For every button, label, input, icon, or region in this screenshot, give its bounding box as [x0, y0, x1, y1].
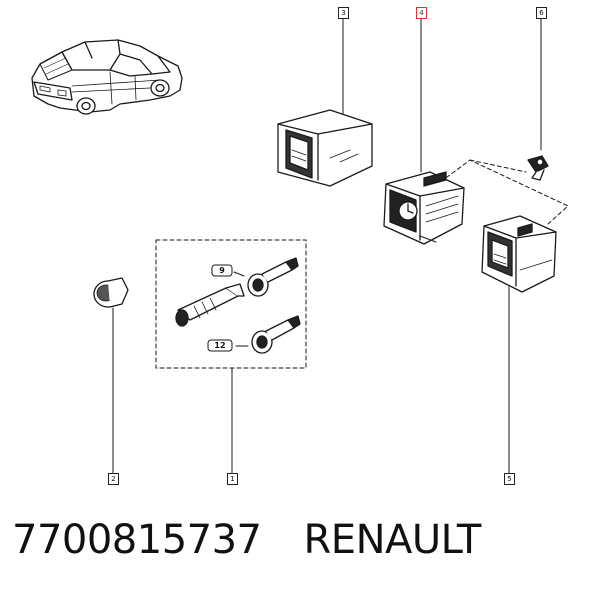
callout-6[interactable]: 6 [536, 7, 547, 19]
socket-9 [233, 257, 299, 297]
brand-name: RENAULT [303, 517, 482, 563]
blanking-plug [93, 277, 129, 308]
callout-5[interactable]: 5 [504, 473, 515, 485]
callout-2[interactable]: 2 [108, 473, 119, 485]
callout-1[interactable]: 1 [227, 473, 238, 485]
cigar-lighter-kit [155, 239, 307, 369]
bulb-socket [527, 155, 549, 181]
part-caption: 7700815737 RENAULT [12, 512, 592, 568]
connector-label-9: 9 [219, 266, 225, 275]
exploded-parts-diagram [31, 16, 569, 474]
leader-lines [112, 16, 542, 474]
socket-12 [235, 315, 301, 354]
tray-module [481, 215, 557, 293]
connector-label-12: 12 [214, 341, 226, 350]
wiring-harness [434, 159, 569, 225]
callout-4[interactable]: 4 [416, 7, 427, 19]
car-illustration [31, 39, 183, 115]
storage-box [277, 109, 373, 187]
lighter-element [175, 283, 245, 327]
part-number: 7700815737 [12, 517, 262, 563]
clock-module [383, 171, 465, 245]
callout-3[interactable]: 3 [338, 7, 349, 19]
